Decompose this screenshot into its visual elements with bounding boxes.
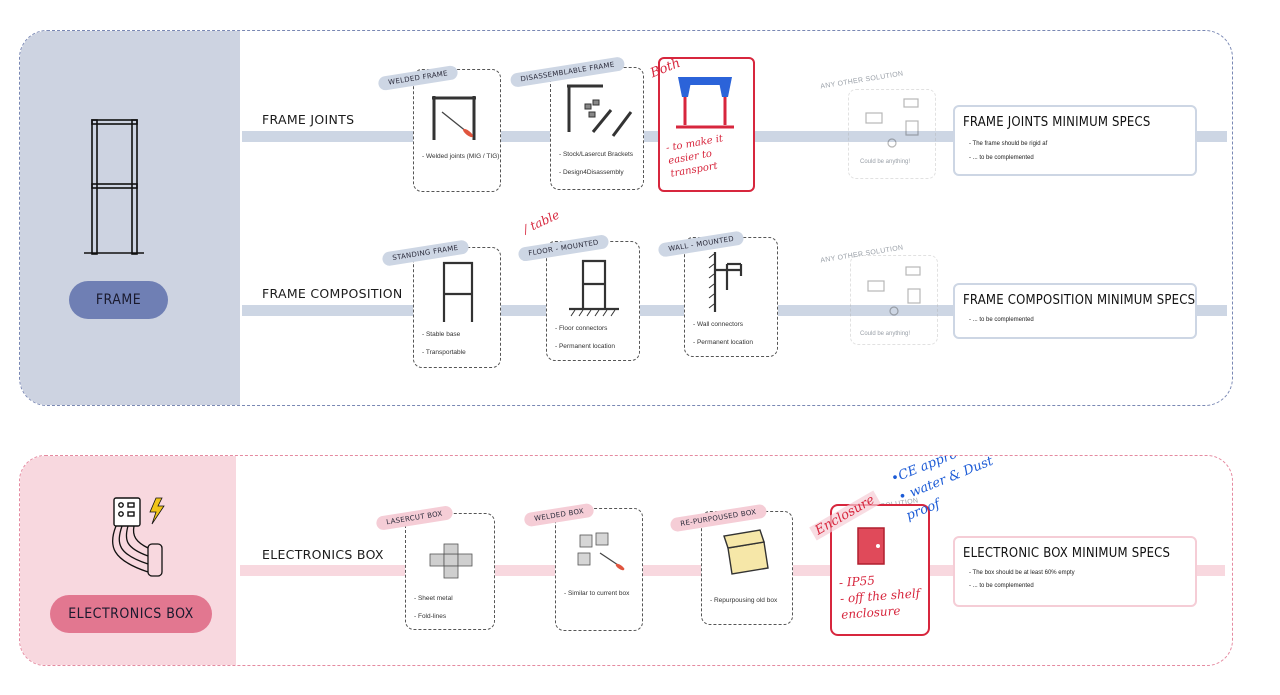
standing-frame-icon xyxy=(442,261,474,322)
option-card-disassemblable-frame[interactable]: - Stock/Lasercut Brackets - Design4Disas… xyxy=(550,67,644,190)
list-item: - Stable base xyxy=(422,331,461,338)
list-item: - Sheet metal xyxy=(414,595,453,602)
list-item: - Floor connectors xyxy=(555,325,608,332)
enclosure-icon xyxy=(857,527,885,565)
electronics-box-row-label: ELECTRONICS BOX xyxy=(262,547,384,562)
spec-title: FRAME COMPOSITION MINIMUM SPECS xyxy=(963,293,1196,308)
ghost-text-joints: Could be anything! xyxy=(860,159,911,165)
electronics-section: ELECTRONICS BOX ELECTRONICS BOX - Sheet … xyxy=(19,455,1233,666)
welded-frame-items: - Welded joints (MIG / TIG) xyxy=(422,148,500,166)
lasercut-box-items: - Sheet metal - Fold-lines xyxy=(414,590,488,626)
frame-section: FRAME FRAME JOINTS - Welded joints (MIG … xyxy=(19,30,1233,406)
spec-frame-joints: FRAME JOINTS MINIMUM SPECS - The frame s… xyxy=(953,105,1197,176)
spec-item: - ... to be complemented xyxy=(969,317,1034,323)
option-card-repurposed-box[interactable]: - Repurpousing old box xyxy=(701,511,793,625)
hybrid-frame-icon xyxy=(676,77,734,129)
spec-item: - ... to be complemented xyxy=(969,583,1034,589)
frame-left-panel xyxy=(20,31,240,405)
standing-frame-items: - Stable base - Transportable xyxy=(422,326,494,362)
spec-item: - The box should be at least 60% empty xyxy=(969,570,1075,576)
frame-joints-label: FRAME JOINTS xyxy=(262,112,355,127)
lasercut-box-icon xyxy=(429,543,473,579)
spec-frame-composition: FRAME COMPOSITION MINIMUM SPECS - ... to… xyxy=(953,283,1197,339)
ce-approved-note: •CE approved • water & Dust proof xyxy=(889,455,996,524)
spec-item: - The frame should be rigid af xyxy=(969,141,1048,147)
welded-box-icon xyxy=(577,532,625,571)
ghost-tag-joints: ANY OTHER SOLUTION xyxy=(819,70,904,91)
spec-title: FRAME JOINTS MINIMUM SPECS xyxy=(963,115,1151,130)
spec-electronic-box: ELECTRONIC BOX MINIMUM SPECS - The box s… xyxy=(953,536,1197,607)
any-other-solution-icon xyxy=(867,266,921,316)
enclosure-note: - IP55 - off the shelf enclosure xyxy=(838,573,921,622)
floor-mounted-icon xyxy=(569,259,619,317)
any-other-solution-icon xyxy=(865,98,919,148)
option-card-lasercut-box[interactable]: - Sheet metal - Fold-lines xyxy=(405,513,495,630)
both-annotation-card[interactable]: - to make it easier to transport xyxy=(658,57,755,192)
option-card-welded-frame[interactable]: - Welded joints (MIG / TIG) xyxy=(413,69,501,192)
list-item: - Welded joints (MIG / TIG) xyxy=(422,153,500,160)
frame-composition-label: FRAME COMPOSITION xyxy=(262,286,403,301)
electronics-box-label: ELECTRONICS BOX xyxy=(50,595,212,633)
frame-icon xyxy=(84,119,144,255)
list-item: - Permanent location xyxy=(693,339,753,346)
list-item: - Design4Disassembly xyxy=(559,169,624,176)
repurposed-box-items: - Repurpousing old box xyxy=(710,592,786,610)
option-card-wall-mounted[interactable]: - Wall connectors - Permanent location xyxy=(684,237,778,357)
wall-mounted-icon xyxy=(708,252,743,312)
any-other-solution-card[interactable] xyxy=(850,255,938,345)
frame-label: FRAME xyxy=(69,281,168,319)
any-other-solution-card[interactable] xyxy=(848,89,936,179)
repurposed-box-icon xyxy=(723,529,769,575)
option-card-welded-box[interactable]: - Similar to current box xyxy=(555,508,643,631)
disassemblable-frame-items: - Stock/Lasercut Brackets - Design4Disas… xyxy=(559,146,637,182)
both-note: - to make it easier to transport xyxy=(665,133,724,180)
welded-frame-icon xyxy=(432,96,476,140)
list-item: - Wall connectors xyxy=(693,321,743,328)
spec-item: - ... to be complemented xyxy=(969,155,1034,161)
ghost-text-composition: Could be anything! xyxy=(860,331,911,337)
list-item: - Fold-lines xyxy=(414,613,447,620)
option-card-floor-mounted[interactable]: - Floor connectors - Permanent location xyxy=(546,241,640,361)
list-item: - Stock/Lasercut Brackets xyxy=(559,151,634,158)
disassemblable-frame-icon xyxy=(567,84,633,137)
list-item: - Repurpousing old box xyxy=(710,597,778,604)
electronics-box-icon xyxy=(112,497,165,577)
welded-box-items: - Similar to current box xyxy=(564,585,636,603)
list-item: - Permanent location xyxy=(555,343,615,350)
enclosure-annotation-card[interactable]: - IP55 - off the shelf enclosure xyxy=(830,504,930,636)
list-item: - Transportable xyxy=(422,349,466,356)
wall-mounted-items: - Wall connectors - Permanent location xyxy=(693,316,771,352)
spec-title: ELECTRONIC BOX MINIMUM SPECS xyxy=(963,546,1171,561)
table-annotation: / table xyxy=(520,207,562,237)
option-card-standing-frame[interactable]: - Stable base - Transportable xyxy=(413,247,501,368)
floor-mounted-items: - Floor connectors - Permanent location xyxy=(555,320,633,356)
list-item: - Similar to current box xyxy=(564,590,630,597)
